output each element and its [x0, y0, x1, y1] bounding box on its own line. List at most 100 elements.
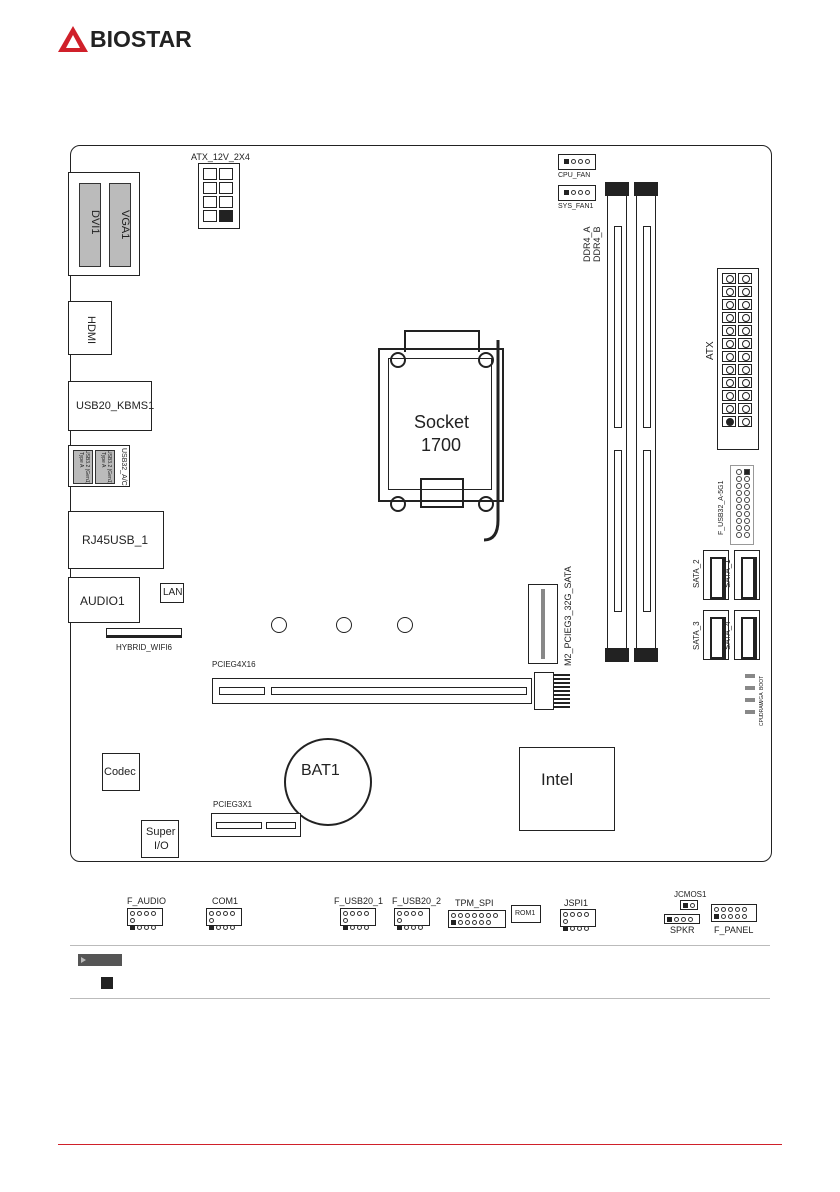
sata3-port: [703, 610, 729, 660]
pcie-x16-slot: [212, 678, 532, 704]
note-arrow-icon: [81, 957, 86, 963]
atx-pin: [722, 338, 736, 349]
pcie16-label: PCIEG4X16: [212, 660, 256, 669]
dvi-port: [79, 183, 101, 267]
atx-pin: [738, 364, 752, 375]
cpu-socket: [374, 330, 512, 518]
codec-label: Codec: [104, 766, 136, 778]
f-usb20-1-header: [340, 908, 376, 930]
f-usb32-pin: [744, 518, 750, 524]
atx-pin: [722, 273, 736, 284]
sys-fan-connector: [558, 185, 596, 201]
f-usb32-pin: [744, 490, 750, 496]
atx-pin: [738, 390, 752, 401]
f-panel-label: F_PANEL: [714, 925, 754, 935]
m2-slot: [528, 584, 558, 664]
dvi-vga-port-block: [68, 172, 140, 276]
f-usb32-pin: [744, 504, 750, 510]
dimm-slot-b: [634, 182, 658, 662]
usb20-kbms-label: USB20_KBMS1: [76, 400, 155, 412]
atx-pin: [738, 416, 752, 427]
rj45-label: RJ45USB_1: [82, 533, 149, 547]
atx-pin: [722, 325, 736, 336]
atx-pin: [722, 351, 736, 362]
usb32-right-label: USB3.2 (Gen1): [106, 450, 112, 485]
atx12v-label: ATX_12V_2X4: [191, 152, 250, 162]
f-usb20-2-label: F_USB20_2: [392, 896, 442, 906]
com1-label: COM1: [212, 896, 239, 906]
jspi1-label: JSPI1: [564, 898, 589, 908]
atx-pin: [738, 273, 752, 284]
sata4-port: [734, 610, 760, 660]
atx-pin: [722, 364, 736, 375]
pcie-x1-slot: [211, 813, 301, 837]
dimm-slot-a: [605, 182, 629, 662]
atx-pin: [738, 377, 752, 388]
jcmos1-header: [680, 900, 698, 910]
usb32-left-label: USB3.2 (Gen1): [84, 450, 90, 485]
audio-port: [68, 577, 140, 623]
jcmos1-label: JCMOS1: [674, 890, 707, 899]
cpu-fan-connector: [558, 154, 596, 170]
led-dram-label: DRAM: [759, 701, 765, 716]
lan-label: LAN: [163, 587, 183, 598]
note-top-divider: [70, 945, 770, 946]
com1-header: [206, 908, 242, 930]
brand-name: BIOSTAR: [90, 26, 192, 52]
led-boot-label: BOOT: [759, 675, 765, 690]
usb32-right-port: [95, 450, 115, 484]
atx-pin: [738, 286, 752, 297]
f-usb32-pin: [744, 469, 750, 475]
f-panel-header: [711, 904, 757, 922]
f-usb32-pin: [736, 469, 742, 475]
hdmi-label: HDMI: [85, 316, 97, 345]
note-bottom-divider: [70, 998, 770, 999]
f-usb32-pin: [736, 525, 742, 531]
f-usb32-pin: [744, 532, 750, 538]
pcie1-label: PCIEG3X1: [213, 800, 253, 809]
usb32-port-block: [68, 445, 130, 487]
atx-pin: [722, 312, 736, 323]
f-usb32-header: [730, 465, 754, 545]
mounting-hole: [336, 617, 352, 633]
footer-line: [58, 1144, 782, 1145]
atx-pin: [738, 403, 752, 414]
mounting-hole: [271, 617, 287, 633]
socket-label: Socket: [414, 412, 470, 432]
cpu-fan-label: CPU_FAN: [558, 172, 591, 179]
f-usb20-1-label: F_USB20_1: [334, 896, 384, 906]
atx-pin: [722, 416, 736, 427]
tpm-label: TPM_SPI: [455, 898, 494, 908]
f-audio-header: [127, 908, 163, 930]
vga-label: VGA1: [119, 210, 131, 240]
usb20-kbms-port: [68, 381, 152, 431]
socket-number: 1700: [421, 435, 462, 455]
f-usb32-pin: [744, 483, 750, 489]
motherboard-outline: [70, 145, 772, 862]
atx-pin: [722, 286, 736, 297]
atx-pin: [722, 390, 736, 401]
super-io-label-2: I/O: [154, 840, 169, 852]
f-usb32-pin: [736, 490, 742, 496]
usb32-right-sublabel: Type A: [100, 452, 106, 468]
mounting-hole: [397, 617, 413, 633]
sys-fan-label: SYS_FAN1: [558, 203, 594, 210]
wifi-label: HYBRID_WIFI6: [116, 643, 173, 652]
f-usb32-pin: [736, 483, 742, 489]
atx12v-connector: [198, 163, 240, 229]
ddr4-a-label: DDR4_A: [582, 226, 592, 262]
spkr-label: SPKR: [670, 925, 695, 935]
atx-pin: [722, 299, 736, 310]
wifi-slot: [106, 628, 182, 638]
tpm-header: [448, 910, 506, 928]
rom-label: ROM1: [515, 910, 536, 917]
socket-lever: [484, 340, 500, 542]
f-usb32-pin: [744, 497, 750, 503]
chipset-label: Intel: [541, 770, 574, 789]
atx-pin: [722, 403, 736, 414]
lan-chip: [160, 583, 184, 603]
rj45-usb-port: [68, 511, 164, 569]
dvi-label: DVI1: [89, 210, 101, 235]
f-usb32-pin: [736, 532, 742, 538]
atx-pin: [738, 351, 752, 362]
